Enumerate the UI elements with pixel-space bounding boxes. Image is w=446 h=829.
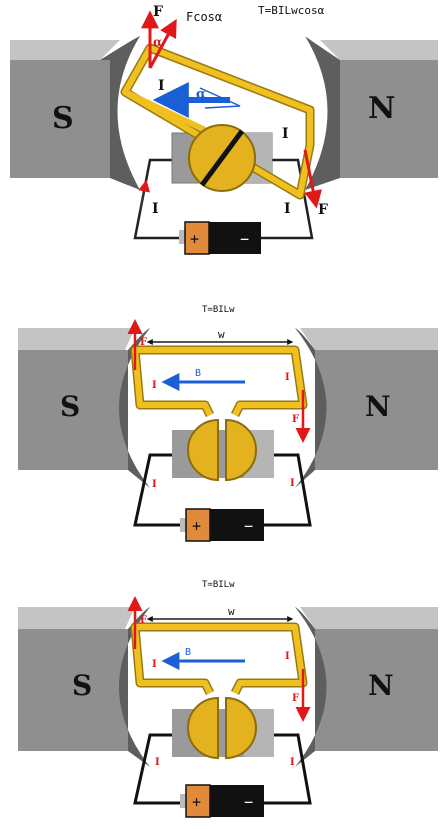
magnet-south bbox=[18, 328, 150, 488]
current-label-top-right: I bbox=[285, 651, 290, 662]
current-label-bottom-right: I bbox=[290, 478, 295, 489]
commutator-right bbox=[225, 418, 257, 482]
pole-label-n: N bbox=[368, 669, 394, 702]
force-cos-arrow bbox=[148, 18, 177, 69]
current-label-top: I bbox=[158, 78, 165, 94]
coil bbox=[132, 624, 306, 695]
field-label: B bbox=[195, 368, 201, 379]
force-label-top: F bbox=[153, 4, 163, 20]
circuit-wire bbox=[133, 453, 312, 527]
torque-formula: T=BILw bbox=[202, 305, 235, 315]
battery-minus: − bbox=[240, 230, 249, 248]
field-angle-guide bbox=[199, 87, 241, 109]
torque-formula: T=BILwcosα bbox=[258, 4, 325, 17]
current-label-bottom-left: I bbox=[152, 479, 157, 490]
magnet-north bbox=[295, 607, 438, 767]
coil bbox=[122, 45, 313, 198]
torque-formula: T=BILw bbox=[202, 580, 235, 590]
diagram-tilted-coil: S N α F Fcosα α F I I I I + − T=BILwcosα bbox=[0, 0, 446, 270]
current-label-left: I bbox=[152, 201, 159, 217]
current-arrow-left bbox=[138, 179, 151, 213]
battery bbox=[180, 508, 264, 542]
pole-label-s: S bbox=[60, 390, 80, 423]
magnet-north bbox=[295, 328, 438, 488]
width-label: w bbox=[218, 328, 225, 341]
force-label-left: F bbox=[140, 337, 147, 348]
current-label-bottom-right: I bbox=[290, 757, 295, 768]
angle-label-force: α bbox=[153, 35, 162, 49]
magnet-south bbox=[18, 607, 150, 767]
current-label-bottom-right: I bbox=[284, 201, 291, 217]
current-label-right: I bbox=[282, 126, 289, 142]
current-label-bottom-left: I bbox=[155, 757, 160, 768]
pole-label-n: N bbox=[365, 390, 391, 423]
commutator-gap bbox=[199, 129, 245, 187]
field-label: B bbox=[185, 647, 191, 658]
diagram-flat-coil: S N w B F F I I I I + − T=BILw bbox=[0, 290, 446, 560]
force-label-right: F bbox=[292, 693, 299, 704]
current-label-top-left: I bbox=[152, 659, 157, 670]
battery-plus: + bbox=[190, 230, 199, 248]
commutator-right bbox=[225, 696, 257, 760]
battery-minus: − bbox=[244, 793, 253, 811]
battery bbox=[180, 784, 264, 818]
pole-label-s: S bbox=[52, 101, 74, 136]
circuit-wire bbox=[133, 733, 312, 805]
force-label-right: F bbox=[292, 414, 299, 425]
commutator-left bbox=[187, 696, 219, 760]
battery-plus: + bbox=[192, 793, 201, 811]
battery bbox=[179, 221, 261, 255]
current-label-top-right: I bbox=[285, 372, 290, 383]
battery-plus: + bbox=[192, 517, 201, 535]
current-label-top-left: I bbox=[152, 380, 157, 391]
magnet-south bbox=[10, 36, 140, 190]
force-label-bottom: F bbox=[318, 202, 328, 218]
diagram-flat-coil-2: S N w B F F I I I I + − T=BILw bbox=[0, 565, 446, 829]
pole-label-n: N bbox=[368, 91, 395, 126]
magnet-north bbox=[305, 36, 438, 190]
angle-label-field: α bbox=[196, 87, 206, 102]
width-label: w bbox=[228, 605, 235, 618]
pole-label-s: S bbox=[72, 669, 92, 702]
coil bbox=[132, 347, 306, 417]
force-arrow-bottom bbox=[303, 149, 323, 209]
force-label-left: F bbox=[140, 615, 147, 626]
commutator-left bbox=[187, 418, 219, 482]
force-cos-label: Fcosα bbox=[186, 10, 222, 24]
battery-minus: − bbox=[244, 517, 253, 535]
